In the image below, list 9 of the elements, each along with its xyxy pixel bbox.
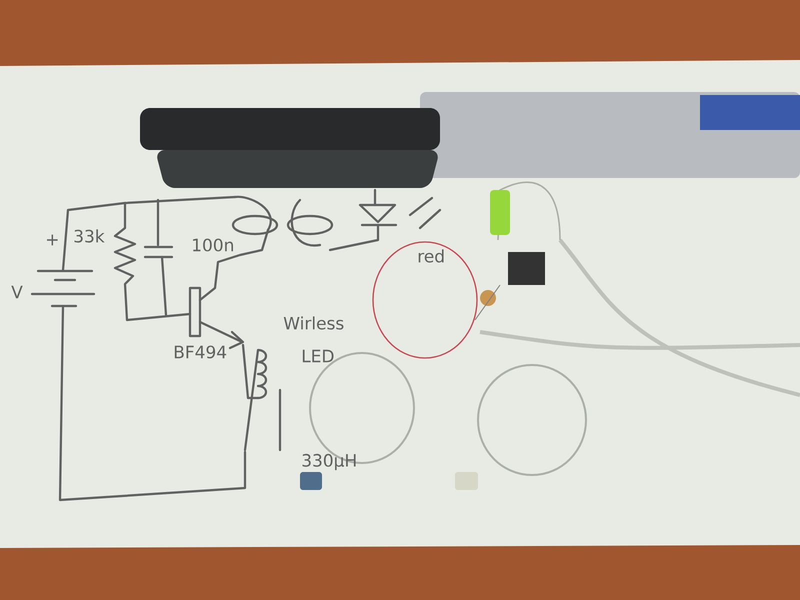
handwritten-label: + bbox=[47, 234, 58, 246]
handwritten-label: 33k bbox=[74, 229, 105, 243]
handwritten-label: BF494 bbox=[174, 346, 226, 358]
handwritten-label: 330µH bbox=[302, 454, 356, 470]
handwritten-label: LED bbox=[302, 350, 334, 362]
handwritten-label: Wirless bbox=[284, 316, 344, 330]
handwritten-label: V bbox=[11, 286, 23, 298]
handwritten-label: 100n bbox=[193, 238, 233, 252]
handwritten-label: red bbox=[418, 249, 444, 263]
